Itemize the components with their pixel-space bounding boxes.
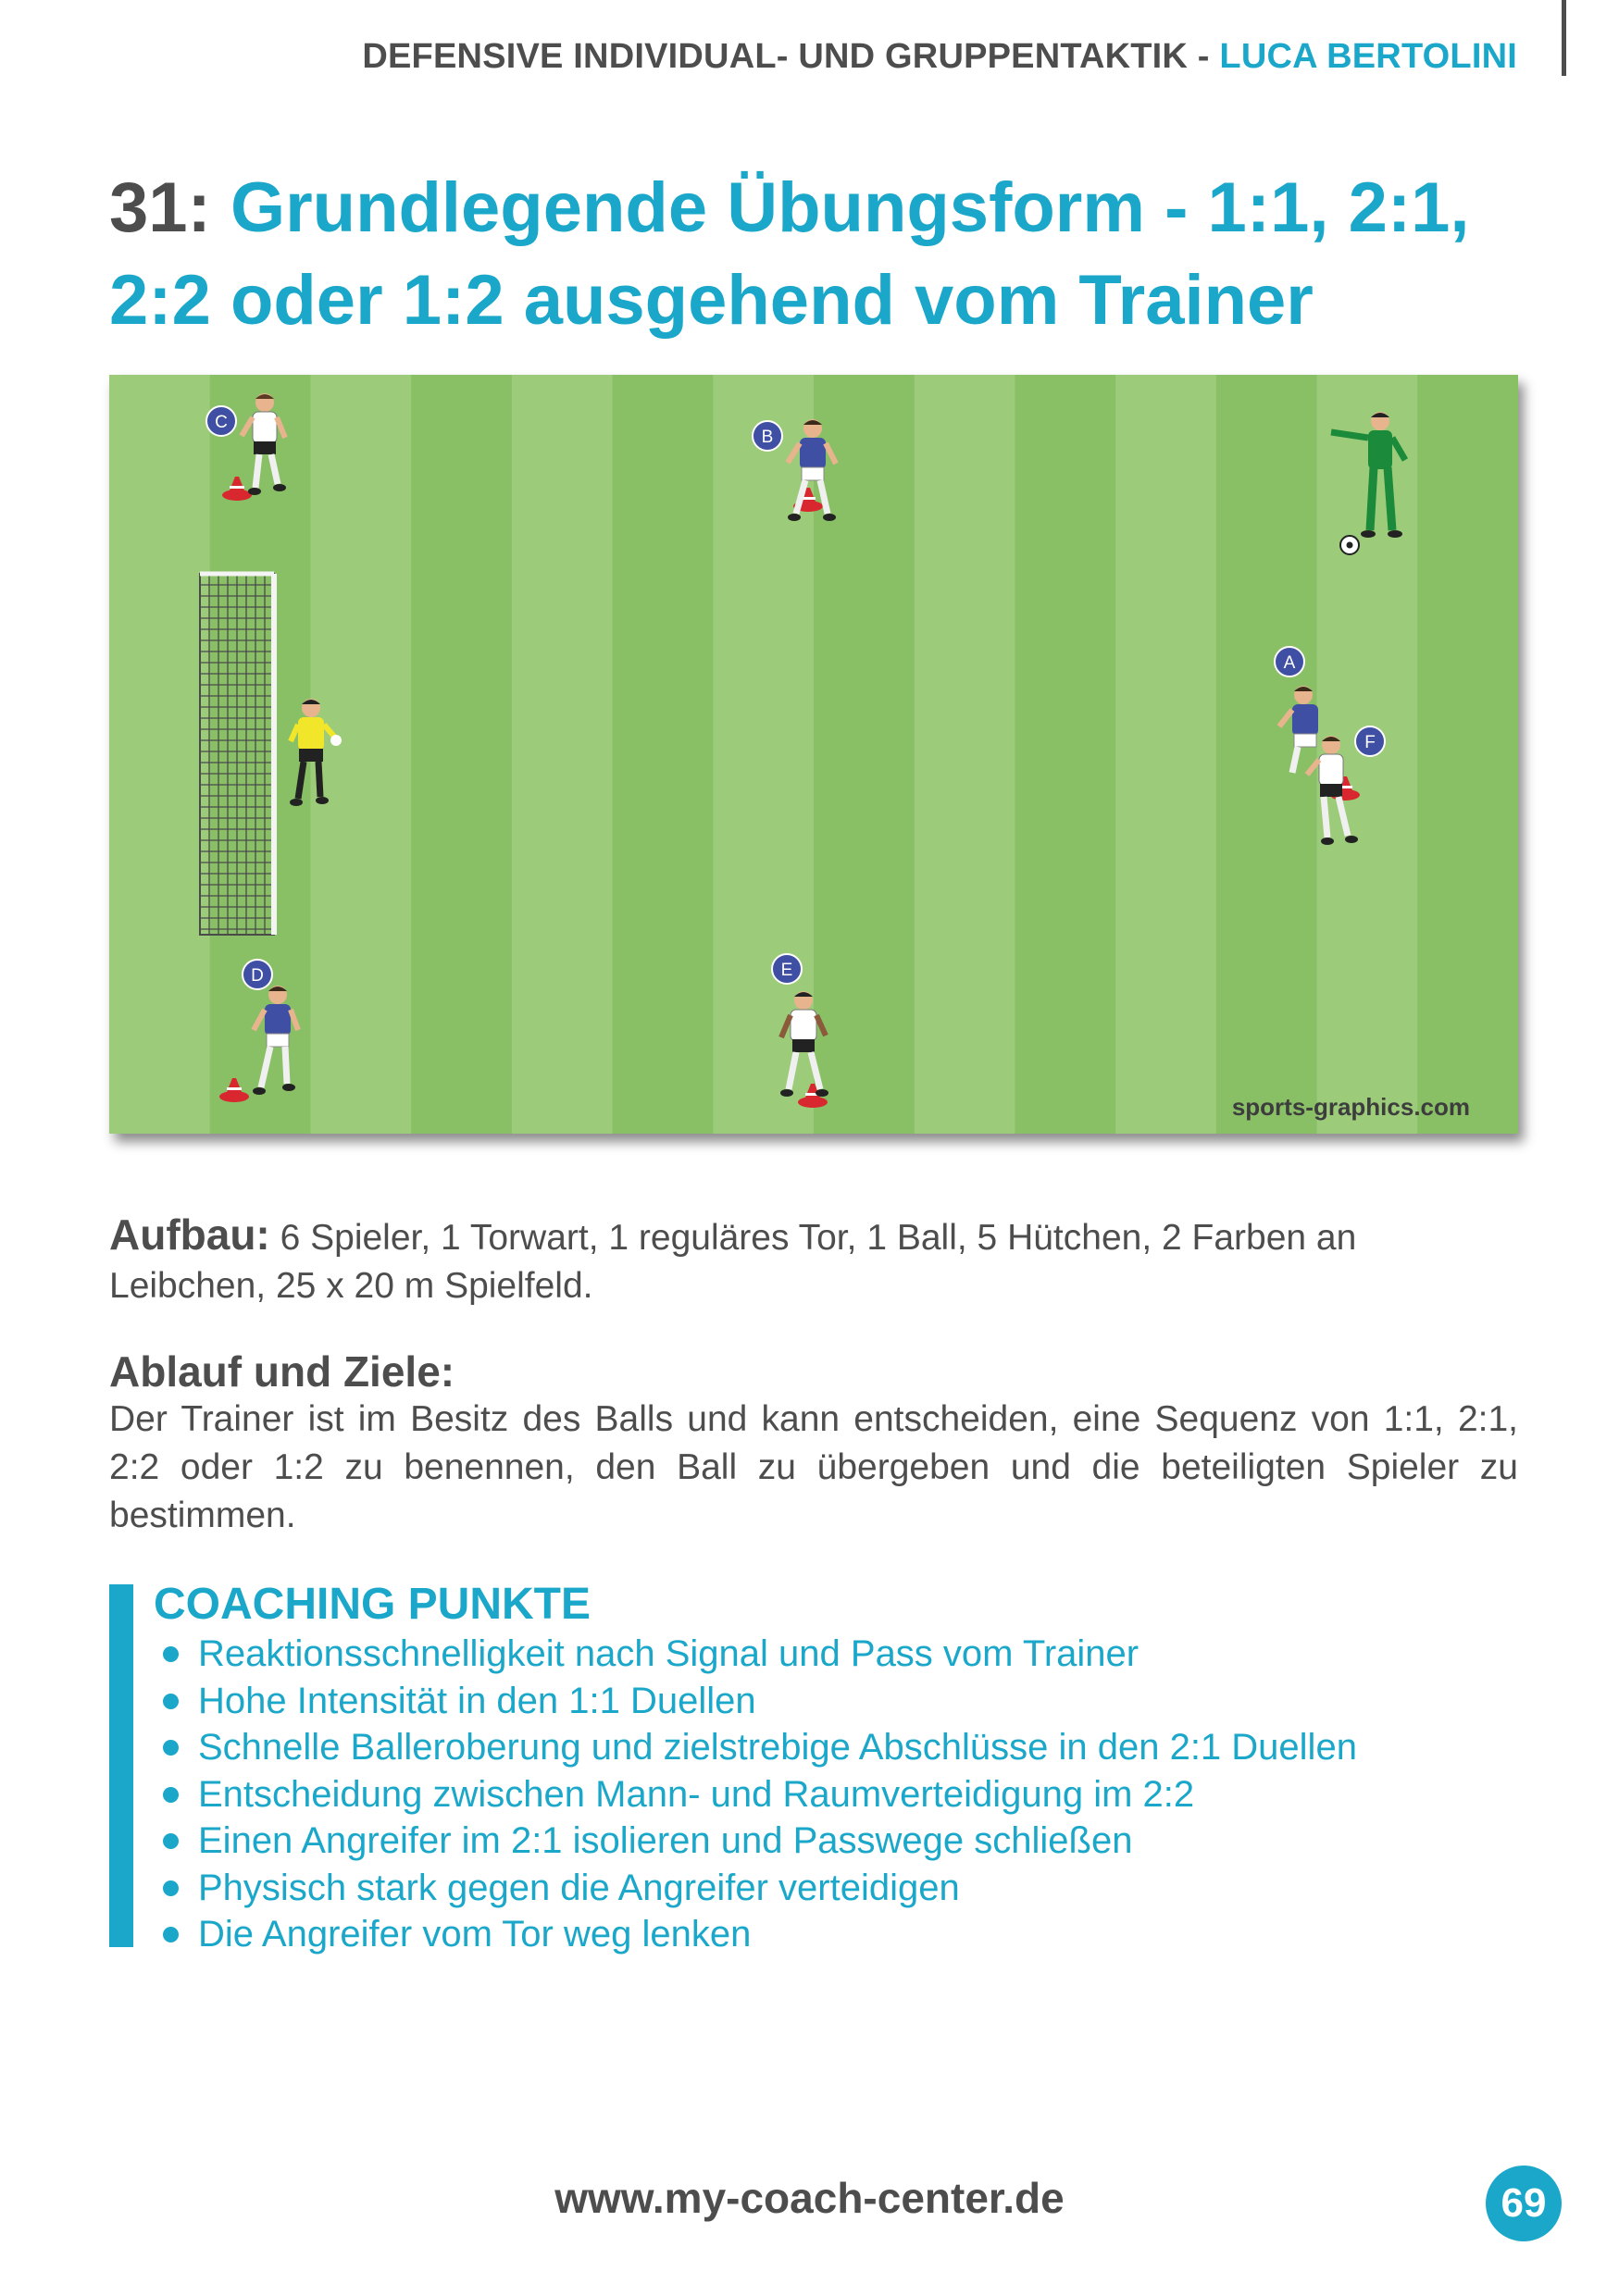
coaching-item-text: Reaktionsschnelligkeit nach Signal und P… [198, 1633, 1140, 1674]
exercise-title: 31: Grundlegende Übungsform - 1:1, 2:1, … [109, 162, 1516, 347]
bullet-icon [163, 1880, 179, 1896]
cone-c [222, 477, 252, 501]
badge-b-label: B [762, 428, 774, 447]
pitch-stripe [411, 375, 513, 1134]
coaching-item-text: Physisch stark gegen die Angreifer verte… [198, 1867, 960, 1908]
pitch-svg: C B A F D E sports-graphics.com [109, 375, 1518, 1134]
coaching-item-text: Einen Angreifer im 2:1 isolieren und Pas… [198, 1820, 1133, 1861]
watermark: sports-graphics.com [1232, 1093, 1470, 1121]
footer-url[interactable]: www.my-coach-center.de [554, 2174, 1065, 2222]
badge-e: E [771, 953, 803, 985]
bullet-icon [163, 1927, 179, 1942]
pitch-stripe [209, 375, 311, 1134]
badge-d: D [242, 959, 273, 990]
pitch-stripes [109, 375, 1518, 1134]
bullet-icon [163, 1740, 179, 1756]
cone-e [798, 1084, 828, 1108]
training-diagram: C B A F D E sports-graphics.com [109, 375, 1518, 1134]
badge-a: A [1274, 646, 1305, 677]
header-rule [1562, 0, 1566, 76]
header-section: DEFENSIVE INDIVIDUAL- UND GRUPPENTAKTIK … [362, 37, 1220, 76]
coaching-item-text: Die Angreifer vom Tor weg lenken [198, 1914, 752, 1955]
aufbau-paragraph: Aufbau: 6 Spieler, 1 Torwart, 1 reguläre… [109, 1210, 1518, 1310]
aufbau-label: Aufbau: [109, 1210, 270, 1259]
badge-f-label: F [1364, 733, 1376, 752]
coaching-item-text: Schnelle Balleroberung und zielstrebige … [198, 1727, 1357, 1768]
player-c [239, 393, 288, 495]
badge-a-label: A [1284, 653, 1296, 673]
pitch-stripe [1417, 375, 1518, 1134]
badge-e-label: E [781, 961, 793, 980]
badge-d-label: D [251, 966, 264, 986]
player-e [778, 991, 828, 1097]
page-number: 69 [1486, 2166, 1562, 2241]
player-a [1277, 686, 1318, 774]
pitch-stripe [814, 375, 915, 1134]
bullet-icon [163, 1833, 179, 1849]
player-d [251, 986, 301, 1095]
goalkeeper [288, 699, 342, 806]
goal [199, 571, 277, 936]
ablauf-heading: Ablauf und Ziele: [109, 1347, 455, 1396]
bullet-icon [163, 1646, 179, 1662]
coaching-accent-bar [109, 1584, 133, 1947]
pitch-stripe [612, 375, 714, 1134]
pitch-stripe [1115, 375, 1217, 1134]
ball [1339, 535, 1360, 555]
coaching-list: Reaktionsschnelligkeit nach Signal und P… [163, 1631, 1357, 1958]
coach [1330, 412, 1409, 538]
header-author: LUCA BERTOLINI [1219, 37, 1517, 76]
pitch-stripe [914, 375, 1015, 1134]
exercise-number: 31: [109, 168, 211, 247]
coaching-item-text: Entscheidung zwischen Mann- und Raumvert… [198, 1773, 1195, 1815]
exercise-title-text: Grundlegende Übungsform - 1:1, 2:1, 2:2 … [109, 168, 1470, 340]
coaching-item: Physisch stark gegen die Angreifer verte… [163, 1865, 1357, 1912]
badge-b: B [752, 420, 783, 452]
pitch-stripe [310, 375, 412, 1134]
bullet-icon [163, 1786, 179, 1803]
pitch-stripe [1215, 375, 1318, 1134]
pitch-stripe [1015, 375, 1116, 1134]
coaching-title: COACHING PUNKTE [154, 1580, 592, 1629]
pitch-stripe [511, 375, 614, 1134]
aufbau-text: 6 Spieler, 1 Torwart, 1 reguläres Tor, 1… [109, 1218, 1357, 1306]
coaching-item-text: Hohe Intensität in den 1:1 Duellen [198, 1680, 756, 1721]
badge-c: C [205, 405, 237, 437]
bullet-icon [163, 1693, 179, 1709]
pitch-stripe [109, 375, 211, 1134]
coaching-item: Entscheidung zwischen Mann- und Raumvert… [163, 1771, 1357, 1818]
ablauf-text: Der Trainer ist im Besitz des Balls und … [109, 1399, 1518, 1535]
coaching-item: Reaktionsschnelligkeit nach Signal und P… [163, 1631, 1357, 1678]
player-f [1304, 736, 1358, 845]
badge-f: F [1354, 726, 1386, 757]
running-header: DEFENSIVE INDIVIDUAL- UND GRUPPENTAKTIK … [362, 37, 1517, 77]
coaching-item: Einen Angreifer im 2:1 isolieren und Pas… [163, 1818, 1357, 1865]
cone-d [219, 1078, 249, 1102]
badge-c-label: C [215, 413, 228, 432]
coaching-item: Hohe Intensität in den 1:1 Duellen [163, 1678, 1357, 1725]
player-b [785, 419, 839, 521]
coaching-item: Die Angreifer vom Tor weg lenken [163, 1911, 1357, 1958]
coaching-item: Schnelle Balleroberung und zielstrebige … [163, 1724, 1357, 1771]
